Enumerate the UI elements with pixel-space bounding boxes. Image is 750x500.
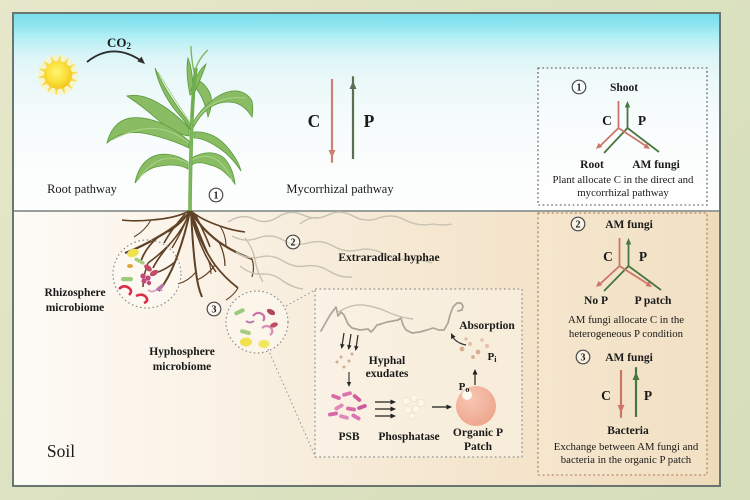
svg-text:P: P [644, 388, 652, 403]
svg-text:Po: Po [459, 381, 470, 394]
svg-text:Phosphatase: Phosphatase [378, 431, 439, 443]
svg-text:C: C [601, 388, 611, 403]
svg-text:C: C [603, 249, 613, 264]
svg-text:2: 2 [291, 237, 296, 248]
svg-text:P: P [639, 249, 647, 264]
svg-text:3: 3 [581, 352, 586, 363]
svg-text:Bacteria: Bacteria [607, 425, 649, 437]
svg-text:P: P [638, 113, 646, 128]
svg-text:AM fungi: AM fungi [605, 352, 653, 364]
svg-text:1: 1 [577, 82, 582, 93]
svg-text:Plant allocate C in the direct: Plant allocate C in the direct and [553, 174, 695, 186]
svg-text:AM fungi: AM fungi [632, 159, 680, 171]
svg-text:C: C [602, 113, 612, 128]
svg-text:mycorrhizal pathway: mycorrhizal pathway [577, 187, 669, 199]
svg-text:bacteria in the organic P patc: bacteria in the organic P patch [561, 454, 692, 466]
svg-text:exudates: exudates [366, 368, 409, 380]
svg-text:Absorption: Absorption [459, 320, 515, 332]
svg-text:Organic P: Organic P [453, 427, 503, 439]
svg-text:C: C [308, 111, 321, 131]
svg-text:Mycorrhizal pathway: Mycorrhizal pathway [286, 182, 394, 196]
svg-text:Shoot: Shoot [610, 82, 638, 94]
svg-text:Pi: Pi [488, 351, 498, 364]
svg-text:Soil: Soil [47, 441, 75, 461]
svg-text:Patch: Patch [464, 441, 493, 453]
svg-text:Hyphal: Hyphal [369, 355, 405, 367]
svg-text:Exchange between AM fungi and: Exchange between AM fungi and [554, 441, 699, 453]
svg-text:microbiome: microbiome [153, 361, 212, 373]
svg-text:Rhizosphere: Rhizosphere [44, 287, 105, 299]
svg-text:microbiome: microbiome [46, 302, 105, 314]
svg-text:No P: No P [584, 295, 608, 307]
svg-text:P: P [364, 111, 375, 131]
svg-text:CO2: CO2 [107, 35, 132, 51]
svg-text:Root pathway: Root pathway [47, 182, 118, 196]
svg-text:Root: Root [580, 159, 604, 171]
svg-text:PSB: PSB [338, 431, 359, 443]
svg-text:Hyphosphere: Hyphosphere [149, 346, 215, 358]
svg-text:AM fungi: AM fungi [605, 219, 653, 231]
svg-text:1: 1 [214, 190, 219, 201]
svg-text:heterogeneous P condition: heterogeneous P condition [569, 328, 684, 340]
svg-text:3: 3 [212, 304, 217, 315]
svg-text:2: 2 [576, 219, 581, 230]
svg-text:P patch: P patch [635, 295, 672, 307]
svg-text:Extraradical hyphae: Extraradical hyphae [338, 252, 439, 264]
svg-text:AM fungi allocate C in the: AM fungi allocate C in the [568, 314, 684, 326]
